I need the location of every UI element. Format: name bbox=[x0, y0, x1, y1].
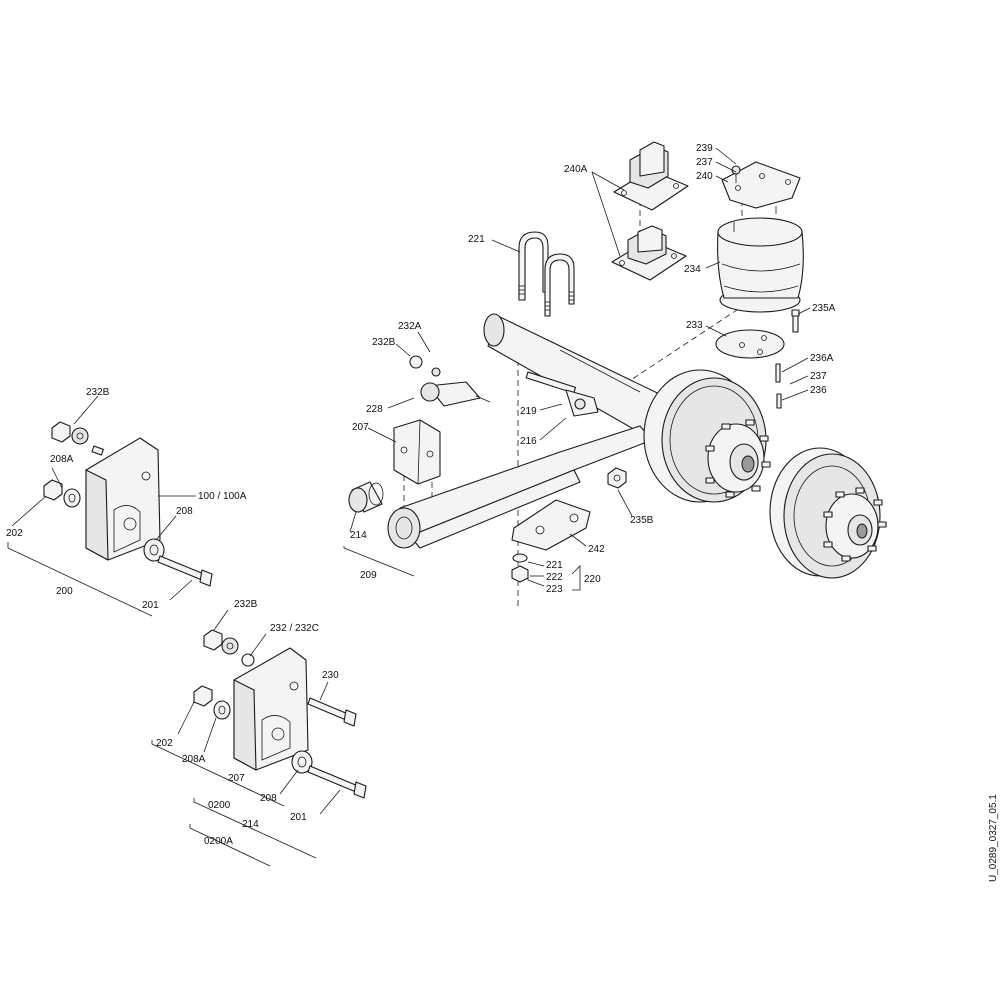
label-239: 239 bbox=[696, 143, 713, 154]
label-208-left: 208 bbox=[176, 506, 193, 517]
label-208a-bottom: 208A bbox=[182, 754, 206, 765]
u-bolt-221 bbox=[518, 231, 575, 317]
label-235a: 235A bbox=[812, 303, 836, 314]
label-232b-bottom: 232B bbox=[234, 599, 258, 610]
nut-232b-bottom bbox=[203, 629, 255, 667]
label-236a: 236A bbox=[810, 353, 834, 364]
label-236: 236 bbox=[810, 385, 827, 396]
label-235b: 235B bbox=[630, 515, 654, 526]
bolt-230 bbox=[307, 697, 357, 727]
label-219: 219 bbox=[520, 406, 537, 417]
label-233: 233 bbox=[686, 320, 703, 331]
label-214-top: 214 bbox=[350, 530, 367, 541]
label-232b-top: 232B bbox=[372, 337, 396, 348]
label-209: 209 bbox=[360, 570, 377, 581]
label-201-left: 201 bbox=[142, 600, 159, 611]
piston-plate-233 bbox=[715, 329, 785, 359]
bracket-240a-upper bbox=[613, 141, 689, 211]
label-202-left: 202 bbox=[6, 528, 23, 539]
label-232a: 232A bbox=[398, 321, 422, 332]
label-0200: 0200 bbox=[208, 800, 231, 811]
label-242: 242 bbox=[588, 544, 605, 555]
hanger-bracket-100 bbox=[85, 437, 161, 561]
bolt-235a bbox=[791, 309, 800, 333]
label-234: 234 bbox=[684, 264, 701, 275]
nut-235b bbox=[607, 467, 627, 489]
label-207-bottom: 207 bbox=[228, 773, 245, 784]
bolt-201-bottom bbox=[291, 750, 367, 799]
label-202-bottom: 202 bbox=[156, 738, 173, 749]
axle-seat-242 bbox=[511, 499, 591, 551]
label-200: 200 bbox=[56, 586, 73, 597]
bracket-240a-lower bbox=[611, 225, 687, 281]
label-100-100a: 100 / 100A bbox=[198, 491, 247, 502]
hanger-bracket-207-bottom bbox=[233, 647, 309, 771]
label-207-top: 207 bbox=[352, 422, 369, 433]
label-0200a: 0200A bbox=[204, 836, 233, 847]
label-216: 216 bbox=[520, 436, 537, 447]
bolt-236a bbox=[775, 363, 781, 383]
bolt-201-left bbox=[143, 538, 213, 587]
label-237-top: 237 bbox=[696, 157, 713, 168]
label-232b-left: 232B bbox=[86, 387, 110, 398]
label-222: 222 bbox=[546, 572, 563, 583]
label-220: 220 bbox=[584, 574, 601, 585]
trailing-arm-spring-209 bbox=[387, 425, 653, 549]
nut-202-left bbox=[43, 479, 81, 508]
label-208-bottom: 208 bbox=[260, 793, 277, 804]
label-240a: 240A bbox=[564, 164, 588, 175]
shock-absorber-228 bbox=[409, 355, 491, 407]
label-201-bottom: 201 bbox=[290, 812, 307, 823]
air-spring-top-plate-240 bbox=[721, 161, 801, 209]
label-237-bottom: 237 bbox=[810, 371, 827, 382]
nut-202-bottom bbox=[193, 685, 231, 720]
brake-disc bbox=[769, 447, 887, 579]
bracket-219-216 bbox=[525, 371, 599, 417]
bracket-207 bbox=[393, 419, 441, 485]
air-spring-bellow-234 bbox=[717, 206, 804, 313]
wheel-studs bbox=[705, 419, 771, 498]
nut-232b-left bbox=[51, 421, 104, 456]
label-232-232c: 232 / 232C bbox=[270, 623, 319, 634]
label-223: 223 bbox=[546, 584, 563, 595]
disc-studs bbox=[823, 487, 887, 562]
leader-lines bbox=[7, 147, 811, 867]
label-230: 230 bbox=[322, 670, 339, 681]
label-214-bottom: 214 bbox=[242, 819, 259, 830]
label-221-ubolt: 221 bbox=[468, 234, 485, 245]
bushing-214 bbox=[348, 481, 384, 513]
label-240: 240 bbox=[696, 171, 713, 182]
drawing-code: U_0289_0327_05.1 bbox=[988, 794, 999, 882]
bolt-236 bbox=[776, 393, 782, 409]
brake-drum-hub bbox=[643, 369, 771, 503]
label-228: 228 bbox=[366, 404, 383, 415]
label-208a-left: 208A bbox=[50, 454, 74, 465]
callout-labels: 239 237 240 240A 221 234 235A 233 236A 2… bbox=[6, 143, 836, 847]
label-221-washer: 221 bbox=[546, 560, 563, 571]
fastener-stack-220 bbox=[511, 553, 529, 583]
